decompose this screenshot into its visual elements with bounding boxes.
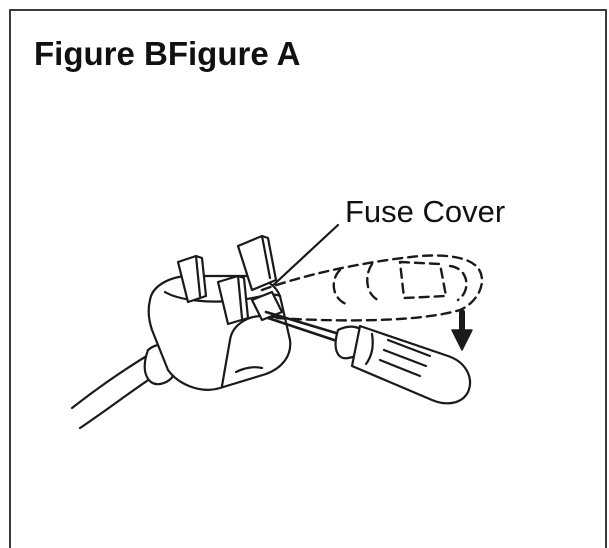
- plug-pin-right: [216, 274, 250, 326]
- screwdriver: [264, 310, 472, 405]
- fuse-cover: [250, 290, 284, 322]
- plug-pin-left: [176, 254, 208, 304]
- earth-pin: [236, 234, 278, 292]
- fuse-cover-label: Fuse Cover: [345, 194, 506, 229]
- fuse-cover-ghost: [260, 254, 484, 322]
- figure-border: [9, 9, 607, 548]
- direction-arrow-icon: [451, 309, 473, 351]
- figure-title: Figure BFigure A: [34, 35, 301, 72]
- callout-leader-line: [266, 223, 340, 292]
